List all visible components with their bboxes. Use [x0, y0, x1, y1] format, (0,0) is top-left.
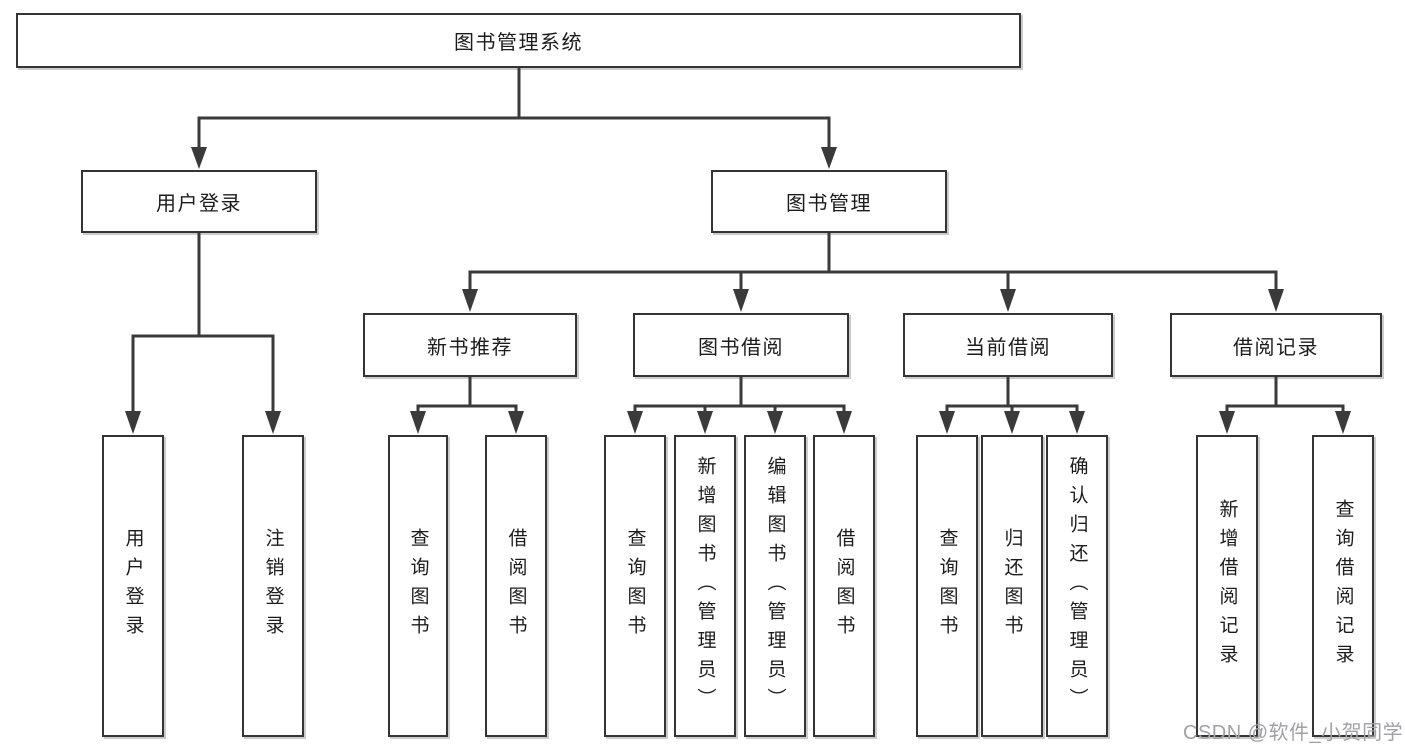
node-label: 图书借阅 [698, 336, 784, 359]
node-new-book-recommend: 新书推荐 [363, 313, 577, 377]
leaf-logout: 注销登录 [242, 435, 304, 737]
arrowheads [125, 147, 1351, 434]
leaf-label: 用户登录 [122, 528, 144, 644]
node-label: 用户登录 [156, 193, 242, 215]
leaf-label: 借阅图书 [833, 528, 855, 644]
node-root-library-system: 图书管理系统 [16, 13, 1021, 68]
leaf-query-borrow-record: 查询借阅记录 [1312, 435, 1374, 737]
leaf-borrow-books-recommend: 借阅图书 [485, 435, 547, 737]
node-book-management: 图书管理 [711, 170, 947, 233]
leaf-add-books-admin: 新增图书（管理员） [674, 435, 736, 737]
node-current-borrowing: 当前借阅 [903, 313, 1113, 377]
node-label: 借阅记录 [1233, 336, 1319, 359]
leaf-query-books-borrowing: 查询图书 [604, 435, 666, 737]
leaf-user-login: 用户登录 [102, 435, 164, 737]
node-label: 图书管理 [786, 193, 872, 215]
leaf-label: 确认归还（管理员） [1066, 455, 1088, 717]
leaf-label: 查询图书 [407, 528, 429, 644]
leaf-add-borrow-record: 新增借阅记录 [1196, 435, 1258, 737]
leaf-label: 查询图书 [936, 528, 958, 644]
node-label: 新书推荐 [427, 336, 513, 359]
leaf-label: 编辑图书（管理员） [764, 455, 786, 717]
node-borrowing-records: 借阅记录 [1170, 313, 1382, 377]
leaf-label: 归还图书 [1001, 528, 1023, 644]
leaf-return-books: 归还图书 [981, 435, 1043, 737]
node-book-borrowing: 图书借阅 [633, 313, 849, 377]
leaf-label: 注销登录 [262, 528, 284, 644]
leaf-label: 查询借阅记录 [1332, 499, 1354, 673]
leaf-edit-books-admin: 编辑图书（管理员） [744, 435, 806, 737]
leaf-borrow-books: 借阅图书 [813, 435, 875, 737]
leaf-query-books-recommend: 查询图书 [388, 435, 448, 737]
leaf-query-books-current: 查询图书 [916, 435, 978, 737]
tree-edges [131, 68, 1345, 418]
leaf-label: 新增借阅记录 [1216, 499, 1238, 673]
leaf-label: 新增图书（管理员） [694, 455, 716, 717]
node-label: 图书管理系统 [454, 32, 583, 54]
node-label: 当前借阅 [965, 336, 1051, 359]
leaf-confirm-return-admin: 确认归还（管理员） [1046, 435, 1108, 737]
node-user-login: 用户登录 [81, 170, 317, 233]
csdn-watermark: CSDN @软件_小贺同学 [1183, 722, 1404, 744]
leaf-label: 查询图书 [624, 528, 646, 644]
leaf-label: 借阅图书 [505, 528, 527, 644]
